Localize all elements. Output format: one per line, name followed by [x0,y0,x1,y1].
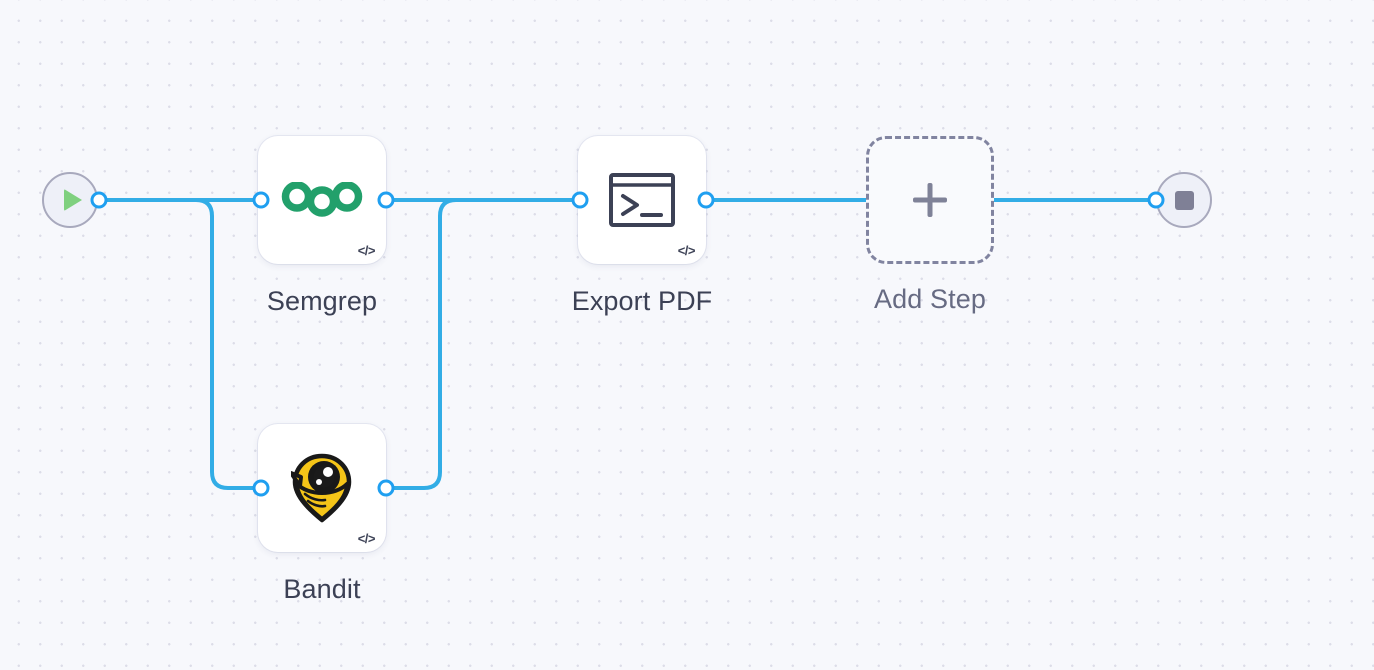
port-bandit-out[interactable] [377,479,395,497]
add-step-button[interactable] [866,136,994,264]
port-end-in[interactable] [1147,191,1165,209]
node-export-pdf-icon-wrap [578,136,706,264]
end-node[interactable] [1156,172,1212,228]
semgrep-logo-icon [281,182,363,217]
plus-icon-vertical [927,183,933,217]
edge-bandit-to-exportpdf [384,198,582,490]
node-bandit-icon-wrap [258,424,386,552]
code-badge-icon: </> [357,243,376,258]
port-exportpdf-out[interactable] [697,191,715,209]
node-semgrep[interactable]: </> [258,136,386,264]
node-semgrep-label: Semgrep [266,286,378,316]
terminal-icon [609,173,675,227]
bandit-logo-icon [291,453,352,523]
code-badge-icon: </> [677,243,696,258]
play-icon [63,189,82,211]
node-semgrep-icon-wrap [258,136,386,264]
node-export-pdf[interactable]: </> [578,136,706,264]
add-step-icon-wrap [869,139,991,261]
stop-icon [1174,190,1194,210]
port-semgrep-out[interactable] [377,191,395,209]
node-export-pdf-label: Export PDF [571,286,713,316]
edge-start-to-bandit [97,198,263,490]
port-semgrep-in[interactable] [252,191,270,209]
node-bandit[interactable]: </> [258,424,386,552]
port-start-out[interactable] [90,191,108,209]
port-bandit-in[interactable] [252,479,270,497]
code-badge-icon: </> [357,531,376,546]
node-bandit-label: Bandit [283,574,361,604]
start-node[interactable] [42,172,98,228]
add-step-label: Add Step [874,284,986,314]
port-exportpdf-in[interactable] [571,191,589,209]
